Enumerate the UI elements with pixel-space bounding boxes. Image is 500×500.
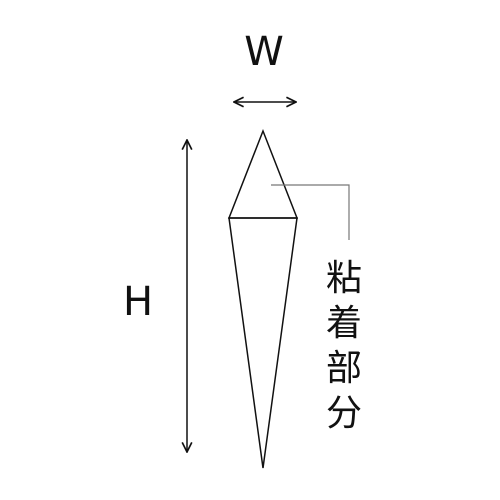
annotation-char: 粘 — [326, 258, 362, 299]
adhesive-tip-triangle — [227, 128, 299, 219]
width-label: W — [244, 29, 284, 75]
adhesive-part-annotation: 粘 着 部 分 — [326, 258, 362, 434]
annotation-leader-line — [271, 184, 350, 240]
elongated-body-triangle — [228, 217, 298, 469]
annotation-char: 着 — [326, 303, 362, 344]
product-shape — [227, 128, 299, 469]
height-label: H — [123, 279, 153, 325]
annotation-char: 分 — [326, 393, 362, 434]
annotation-char: 部 — [326, 348, 362, 389]
